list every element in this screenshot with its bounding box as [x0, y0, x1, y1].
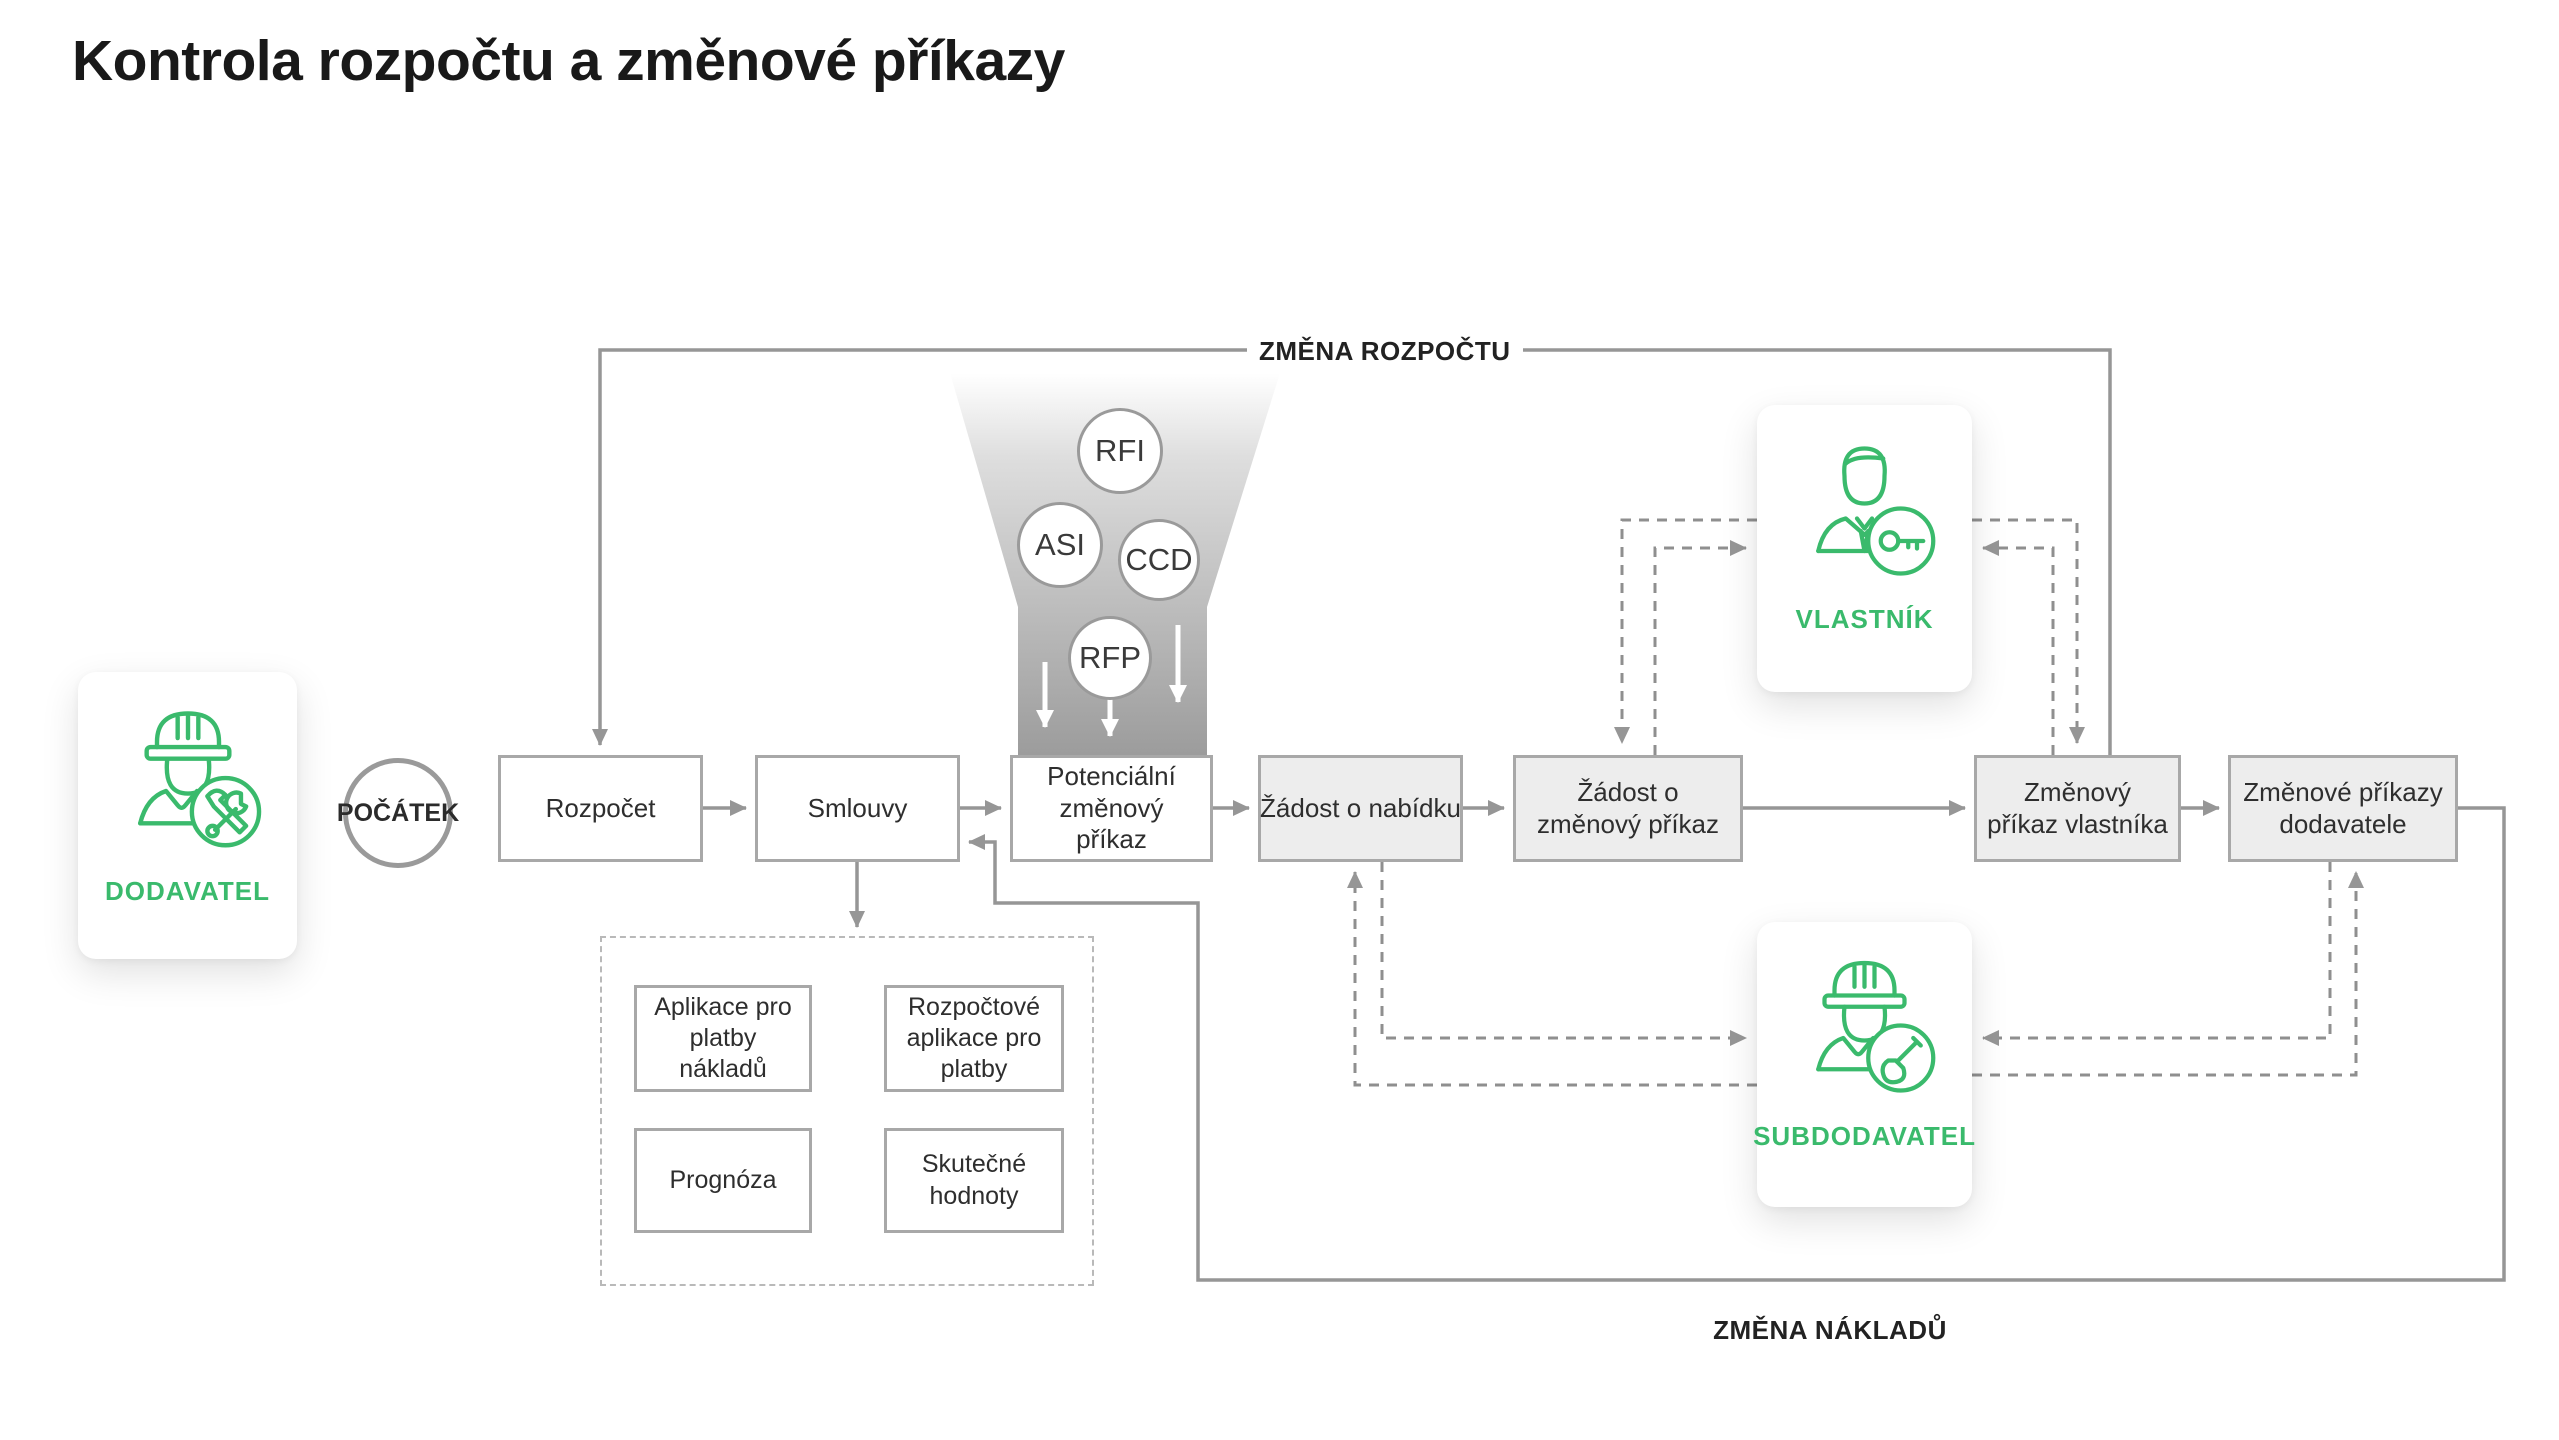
node-zadost-o-zmenovy-prikaz: Žádost o změnový příkaz	[1513, 755, 1743, 862]
dash-zpvlastnika-to-vlastnik	[1982, 540, 2055, 755]
node-rozpocet: Rozpočet	[498, 755, 703, 862]
dash-nabidka-to-subdodavatel	[1380, 862, 1747, 1046]
card-subdodavatel-label: SUBDODAVATEL	[1753, 1121, 1976, 1151]
cost-change-label: ZMĚNA NÁKLADŮ	[1713, 1315, 1947, 1345]
dash-zpdodavatele-to-subdodavatel	[1982, 862, 2332, 1046]
dash-subdodavatel-to-zpdodavatele	[1972, 871, 2364, 1077]
node-zadost-o-nabidku: Žádost o nabídku	[1258, 755, 1463, 862]
dash-zadost-to-vlastnik	[1653, 540, 1747, 755]
funnel-item-asi: ASI	[1017, 502, 1103, 588]
start-node: POČÁTEK	[337, 758, 459, 868]
funnel-item-ccd: CCD	[1118, 519, 1200, 601]
card-dodavatel-label: DODAVATEL	[105, 876, 270, 906]
card-vlastnik-label: VLASTNÍK	[1795, 604, 1934, 634]
page-title: Kontrola rozpočtu a změnové příkazy	[72, 29, 1065, 93]
card-subdodavatel: SUBDODAVATEL	[1753, 922, 1975, 1207]
funnel-item-rfi: RFI	[1077, 408, 1163, 494]
dash-vlastnik-to-zpvlastnika	[1972, 518, 2085, 744]
worker-tools-icon	[103, 698, 273, 858]
dash-vlastnik-to-zadost	[1614, 518, 1757, 744]
node-potencialni-zmenovy-prikaz: Potenciální změnový příkaz	[1010, 755, 1213, 862]
card-vlastnik: VLASTNÍK	[1757, 405, 1972, 692]
node-smlouvy: Smlouvy	[755, 755, 960, 862]
group-box-rozpoctove-aplikace: Rozpočtové aplikace pro platby	[884, 985, 1064, 1092]
card-dodavatel: DODAVATEL	[78, 672, 297, 959]
node-zmenove-prikazy-dodavatele: Změnové příkazy dodavatele	[2228, 755, 2458, 862]
node-zmenovy-prikaz-vlastnika: Změnový příkaz vlastníka	[1974, 755, 2181, 862]
group-box-aplikace-pro-platby: Aplikace pro platby nákladů	[634, 985, 812, 1092]
group-box-skutecne-hodnoty: Skutečné hodnoty	[884, 1128, 1064, 1233]
cost-change-line	[968, 806, 2506, 1282]
group-box-prognoza: Prognóza	[634, 1128, 812, 1233]
worker-shovel-icon	[1782, 948, 1947, 1103]
funnel-item-rfp: RFP	[1068, 616, 1152, 700]
person-key-icon	[1782, 431, 1947, 586]
dash-subdodavatel-to-nabidka	[1347, 871, 1757, 1087]
budget-change-label: ZMĚNA ROZPOČTU	[1247, 332, 1523, 371]
